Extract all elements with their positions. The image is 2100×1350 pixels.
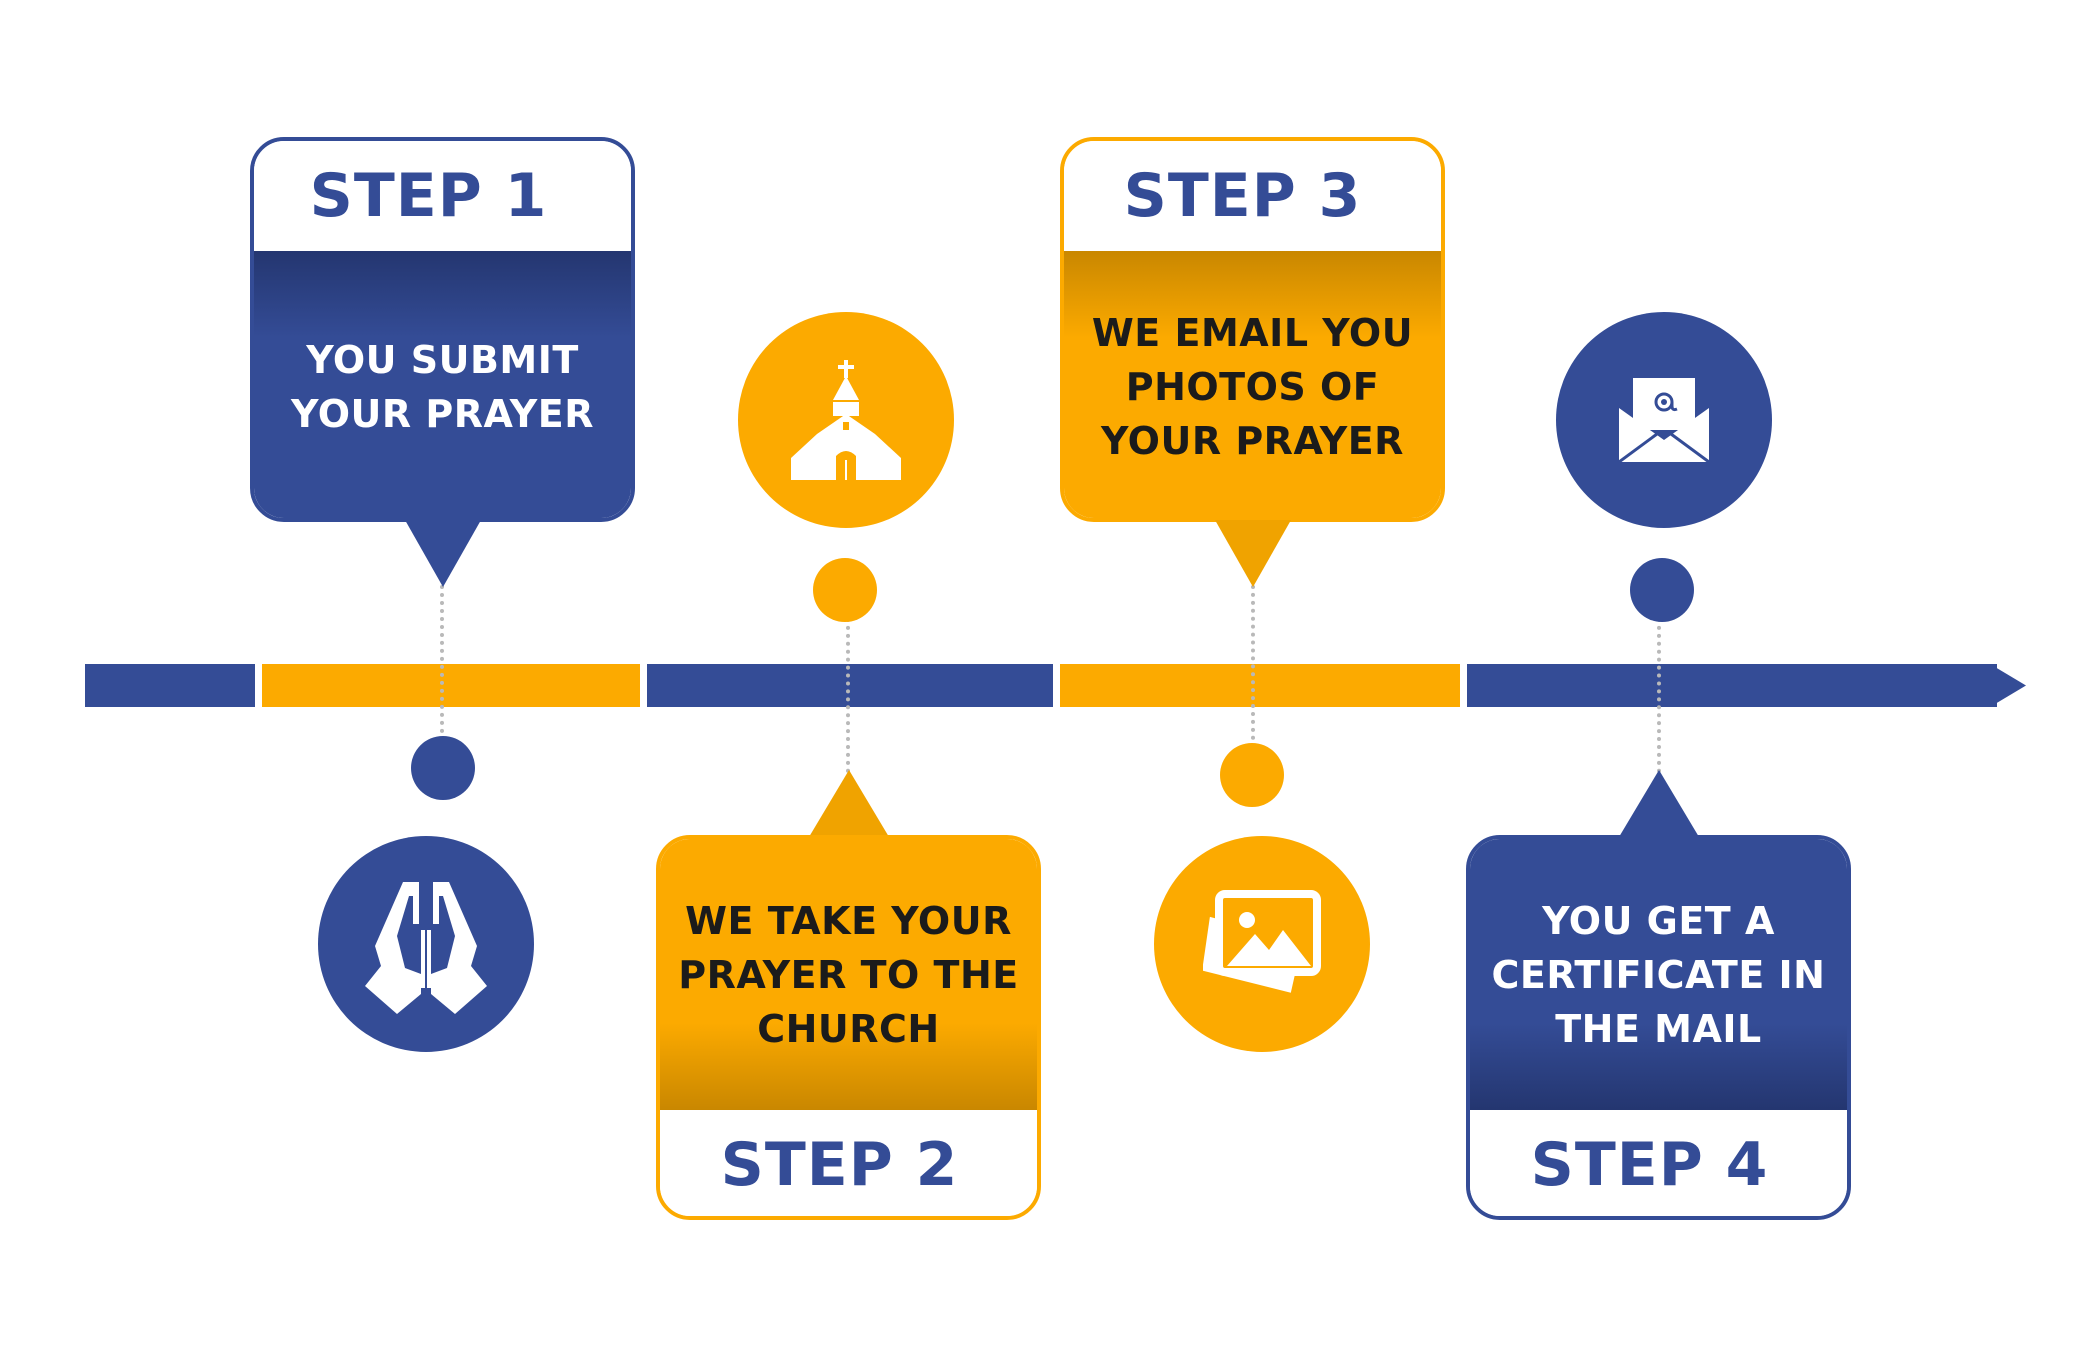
step-4-text-line: YOU GET A (1542, 898, 1775, 943)
step-4-body: YOU GET A CERTIFICATE IN THE MAIL (1470, 839, 1847, 1110)
step-4-icon-circle (1556, 312, 1772, 528)
step-1-text-line: YOUR PRAYER (291, 391, 594, 436)
photos-icon (1203, 890, 1321, 993)
mail-icon (1619, 378, 1709, 462)
timeline-dot (1630, 558, 1694, 622)
connector-line (846, 618, 850, 773)
step-2-text-line: CHURCH (757, 1006, 940, 1051)
step-2-body: WE TAKE YOUR PRAYER TO THE CHURCH (660, 839, 1037, 1110)
step-3-label-area: STEP 3 (1064, 141, 1441, 251)
praying-hands-icon (365, 882, 487, 1014)
timeline-segment (85, 664, 255, 707)
step-4-label: STEP 4 (1530, 1130, 1769, 1200)
step-4-label-area: STEP 4 (1470, 1110, 1847, 1216)
step-3-label: STEP 3 (1123, 161, 1362, 231)
step-3-icon-circle (1154, 836, 1370, 1052)
step-2-text-line: WE TAKE YOUR (685, 898, 1012, 943)
step-1-body: YOU SUBMIT YOUR PRAYER (254, 251, 631, 518)
timeline-arrowhead (1990, 664, 2026, 707)
connector-line (440, 585, 444, 733)
step-1-card: STEP 1 YOU SUBMIT YOUR PRAYER (250, 137, 635, 522)
step-3-card: STEP 3 WE EMAIL YOU PHOTOS OF YOUR PRAYE… (1060, 137, 1445, 522)
timeline-segment (647, 664, 1053, 707)
step-3-text-line: YOUR PRAYER (1101, 418, 1404, 463)
timeline-dot (1220, 743, 1284, 807)
step-2-pointer (809, 770, 889, 837)
step-3-body: WE EMAIL YOU PHOTOS OF YOUR PRAYER (1064, 251, 1441, 518)
step-2-label: STEP 2 (720, 1130, 959, 1200)
connector-line (1251, 585, 1255, 740)
step-4-pointer (1619, 770, 1699, 837)
step-4-card: YOU GET A CERTIFICATE IN THE MAIL STEP 4 (1466, 835, 1851, 1220)
step-3-pointer (1215, 520, 1291, 587)
step-1-icon-circle (318, 836, 534, 1052)
step-2-card: WE TAKE YOUR PRAYER TO THE CHURCH STEP 2 (656, 835, 1041, 1220)
church-icon (791, 360, 901, 480)
step-1-label: STEP 1 (309, 161, 548, 231)
step-1-label-area: STEP 1 (254, 141, 631, 251)
timeline-segment (262, 664, 640, 707)
timeline-dot (813, 558, 877, 622)
step-2-text-line: PRAYER TO THE (678, 952, 1019, 997)
timeline-segment (1467, 664, 1997, 707)
step-3-text-line: WE EMAIL YOU (1091, 310, 1414, 355)
step-2-icon-circle (738, 312, 954, 528)
step-3-text-line: PHOTOS OF (1125, 364, 1380, 409)
timeline-segment (1060, 664, 1460, 707)
step-1-text-line: YOU SUBMIT (306, 337, 579, 382)
step-4-text-line: CERTIFICATE IN (1491, 952, 1826, 997)
connector-line (1657, 618, 1661, 773)
step-2-label-area: STEP 2 (660, 1110, 1037, 1216)
timeline-dot (411, 736, 475, 800)
step-4-text-line: THE MAIL (1555, 1006, 1762, 1051)
step-1-pointer (405, 520, 481, 587)
